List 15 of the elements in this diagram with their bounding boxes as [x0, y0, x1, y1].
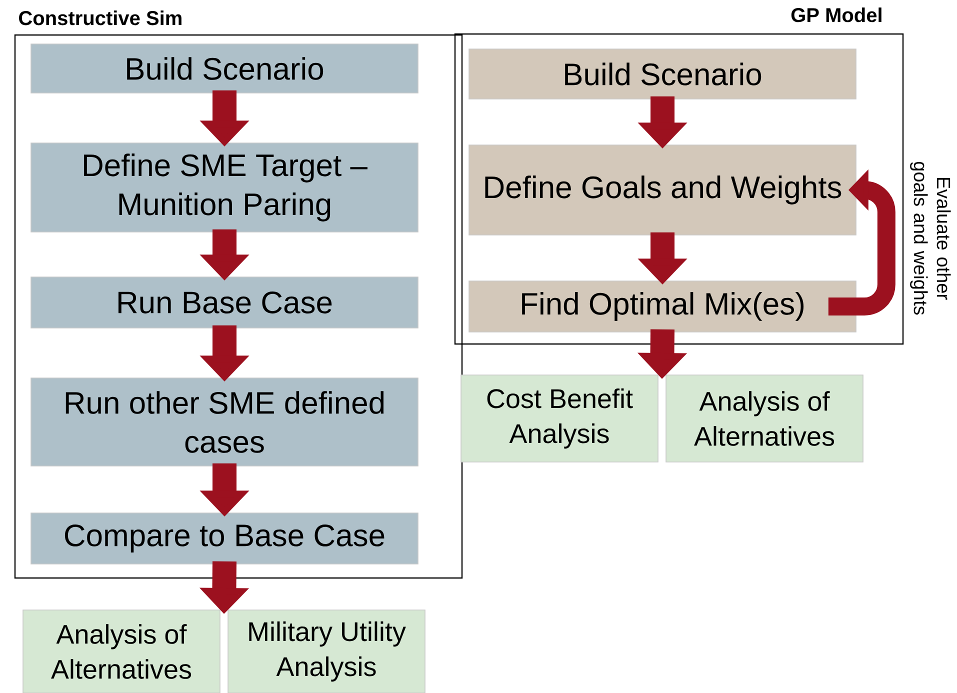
frame-heading: Constructive Sim — [19, 10, 182, 26]
process-box: Run other SME defined cases — [30, 378, 418, 466]
process-box: Build Scenario — [30, 44, 418, 94]
outcome-box: Cost Benefit Analysis — [460, 374, 658, 462]
outcome-box: Military Utility Analysis — [228, 610, 426, 693]
outcome-box: Analysis of Alternatives — [666, 374, 864, 462]
outcome-box: Analysis of Alternatives — [22, 610, 220, 693]
edge-label: Evaluate other goals and weights — [910, 162, 951, 315]
process-box: Define Goals and Weights — [468, 144, 856, 236]
process-box: Compare to Base Case — [30, 512, 418, 564]
process-box: Find Optimal Mix(es) — [468, 280, 856, 332]
process-box: Build Scenario — [468, 48, 856, 100]
process-box: Run Base Case — [30, 276, 418, 328]
process-box: Define SME Target – Munition Paring — [30, 142, 418, 232]
frame-heading: GP Model — [791, 8, 882, 22]
